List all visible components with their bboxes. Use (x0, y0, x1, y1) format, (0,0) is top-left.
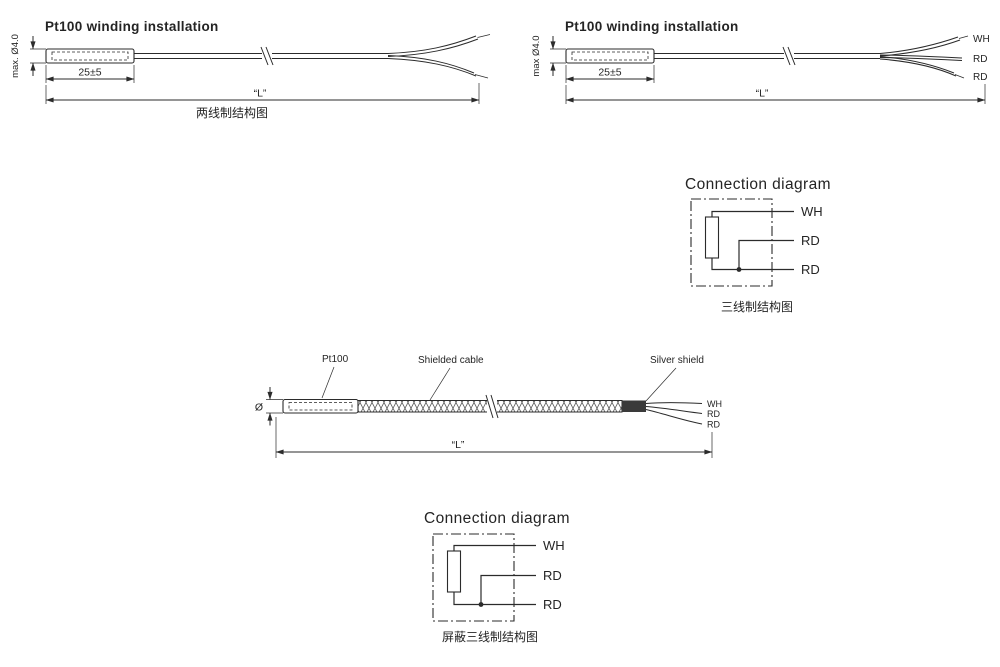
three-wire-connection-resistor (704, 216, 720, 259)
two-wire-probe (45, 48, 135, 64)
two-wire-probe-element (51, 51, 129, 61)
shielded-connection-diagram: Connection diagram WH RD RD 屏蔽三线制结构图 (424, 510, 570, 644)
shielded-leader-shield (645, 367, 677, 402)
three-wire-connection-title: Connection diagram (685, 176, 831, 193)
shielded-diameter-label: Ø (255, 402, 263, 414)
three-wire-probe-element (571, 51, 649, 61)
two-wire-caption: 两线制结构图 (196, 105, 268, 120)
three-wire-connection-label-rd1: RD (801, 233, 820, 248)
three-wire-connection-caption: 三线制结构图 (721, 299, 793, 314)
shielded-diameter-dimension: Ø (255, 387, 283, 426)
shielded-label-cable: Shielded cable (418, 355, 484, 366)
shielded-label-rd2: RD (707, 420, 720, 430)
shielded-connection-label-rd1: RD (543, 568, 562, 583)
shielded-lead-rd2 (453, 592, 536, 606)
three-wire-connection-label-rd2: RD (801, 262, 820, 277)
shielded-label-wh: WH (707, 399, 722, 409)
three-wire-fork (879, 35, 969, 79)
three-wire-total-length-label: “L” (756, 88, 769, 100)
two-wire-total-length-label: “L” (254, 88, 267, 100)
shielded-leader-cable (429, 367, 451, 401)
shielded-fork (645, 402, 703, 425)
shielded-total-length-dimension: “L” (275, 417, 713, 458)
two-wire-diameter-dimension: max. Ø4.0 (10, 34, 46, 78)
two-wire-cable (134, 53, 388, 59)
three-wire-cable (654, 53, 880, 59)
shielded-label-shield: Silver shield (650, 355, 704, 366)
shielded-break-marks (485, 394, 499, 419)
shielded-connection-caption: 屏蔽三线制结构图 (442, 629, 538, 644)
three-wire-label-rd1: RD (973, 54, 987, 65)
two-wire-diameter-label: max. Ø4.0 (10, 34, 21, 78)
three-wire-probe-length-dimension: 25±5 (565, 65, 655, 83)
three-wire-title: Pt100 winding installation (565, 19, 739, 34)
three-wire-connection-diagram: Connection diagram WH RD RD 三线制结构图 (685, 176, 831, 314)
two-wire-break-gap (262, 50, 272, 63)
shielded-total-length-label: “L” (452, 439, 465, 451)
three-wire-lead-rd1 (738, 239, 794, 270)
three-wire-label-wh: WH (973, 34, 990, 45)
shielded-label-pt100: Pt100 (322, 354, 349, 365)
three-wire-total-length-dimension: “L” (565, 84, 986, 104)
three-wire-connection-box (690, 198, 773, 287)
two-wire-title: Pt100 winding installation (45, 19, 219, 34)
shielded-shield-end (622, 400, 646, 412)
shielded-break-gap (487, 397, 497, 416)
shielded-connection-title: Connection diagram (424, 510, 570, 527)
three-wire-probe (565, 48, 655, 64)
shielded-probe-element (288, 402, 353, 411)
shielded-connection-resistor (446, 550, 462, 593)
two-wire-probe-length-label: 25±5 (78, 67, 101, 79)
shielded-connection-label-rd2: RD (543, 597, 562, 612)
three-wire-junction-dot (736, 267, 742, 272)
two-wire-probe-length-dimension: 25±5 (45, 65, 135, 83)
shielded-junction-dot (478, 602, 484, 607)
three-wire-connection-label-wh: WH (801, 204, 823, 219)
shielded-leader-pt100 (321, 366, 335, 399)
two-wire-fork (387, 34, 491, 79)
shielded-lead-wh (453, 544, 536, 551)
three-wire-label-rd2: RD (973, 72, 987, 83)
three-wire-lead-wh (711, 210, 794, 217)
shielded-cable-diagram: Pt100 Shielded cable Silver shield WH RD… (255, 354, 722, 458)
three-wire-diameter-label: max Ø4.0 (531, 35, 542, 76)
three-wire-probe-length-label: 25±5 (598, 67, 621, 79)
shielded-connection-label-wh: WH (543, 538, 565, 553)
two-wire-break-marks (260, 46, 274, 66)
three-wire-break-marks (782, 46, 796, 66)
three-wire-lead-rd2 (711, 258, 794, 271)
three-wire-diagram: Pt100 winding installation WH RD RD max … (531, 19, 990, 104)
two-wire-total-length-dimension: “L” (45, 83, 480, 104)
three-wire-diameter-dimension: max Ø4.0 (531, 35, 566, 77)
shielded-label-rd1: RD (707, 409, 720, 419)
two-wire-diagram: Pt100 winding installation max. Ø4.0 (10, 19, 491, 120)
shielded-probe (282, 398, 359, 414)
shielded-lead-rd1 (480, 574, 536, 605)
shielded-connection-box (432, 533, 515, 622)
three-wire-break-gap (784, 50, 794, 63)
